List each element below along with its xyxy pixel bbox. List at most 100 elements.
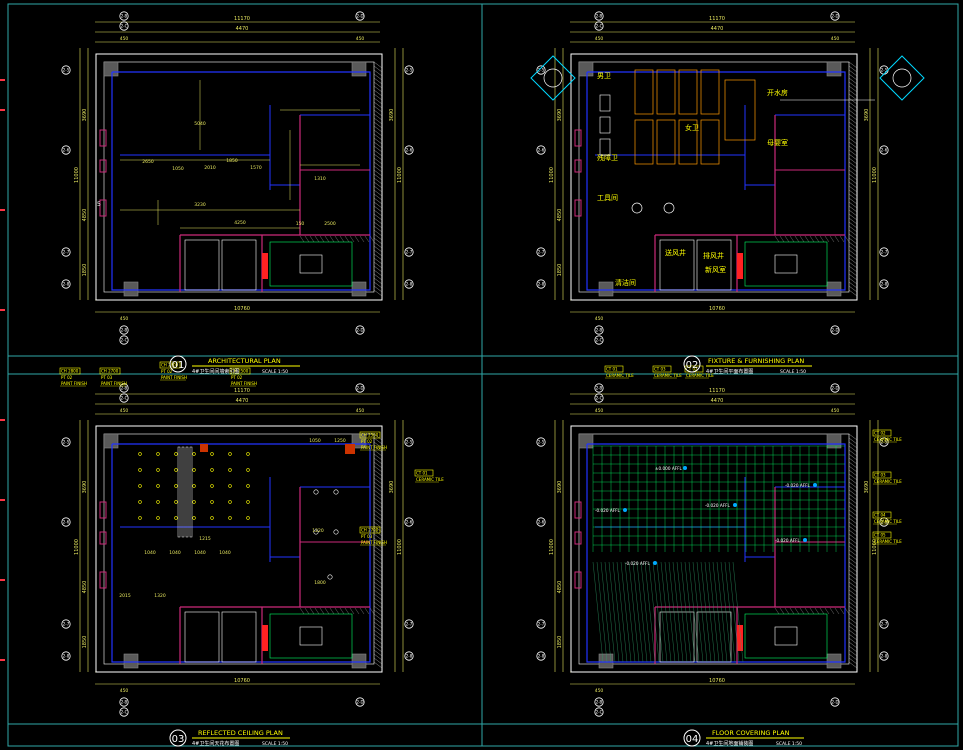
grid-bubble-circle [404, 279, 414, 289]
wall-hatch [373, 509, 383, 517]
floor-tag-box [604, 365, 624, 373]
grid-bubble-circle [594, 697, 604, 707]
ceiling-tag-sub: PT 02 [361, 439, 373, 444]
dimension-text: 11000 [397, 167, 403, 183]
wall-hatch [373, 73, 383, 81]
grid-bubble-circle [119, 21, 129, 31]
interior-wall-outline [111, 443, 371, 663]
sink-room [269, 613, 353, 659]
wall-hatch [373, 261, 383, 269]
wall-hatch [373, 577, 383, 585]
tile-diagonal [704, 561, 716, 663]
wall-hatch [373, 133, 383, 141]
shaft-box [221, 611, 257, 663]
ceiling-tag-note: PAINT FINISH [361, 445, 387, 450]
title-scale: SCALE 1:50 [262, 741, 288, 747]
dimension-text: 2010 [204, 165, 216, 171]
room-label: 残障卫 [597, 153, 618, 162]
grid-bubble-label: 2-B [596, 386, 603, 391]
floor-hatch [314, 607, 320, 615]
floor-tag-note: CERAMIC TILE [606, 373, 634, 378]
floor-tag-code: CT 03 [874, 473, 886, 478]
grid-bubble-circle [119, 11, 129, 21]
dimension-text: 1800 [314, 580, 326, 586]
room-label: 清洁间 [615, 278, 636, 287]
structural-column [578, 433, 594, 449]
floor-hatch [344, 607, 350, 615]
ceiling-tag-box [99, 367, 121, 375]
red-door-block [737, 253, 743, 279]
dimension-text: 11000 [549, 539, 555, 555]
toilet-cubicle [700, 69, 720, 115]
floor-hatch [784, 607, 790, 615]
wall-hatch [848, 177, 858, 185]
wall-hatch [848, 101, 858, 109]
urinal [599, 94, 611, 112]
floor-tag-code: CT 05 [874, 533, 886, 538]
floor-hatch [804, 607, 810, 615]
drain-symbol [623, 508, 627, 512]
dimension-text: 1850 [557, 264, 563, 277]
grid-bubble: 2-B [594, 11, 604, 21]
title-number: 02 [686, 360, 699, 371]
grid-bubble: 2-C [119, 707, 129, 717]
wall-hatch [848, 261, 858, 269]
grid-bubble-label: 2-B [596, 328, 603, 333]
floor-tag-code: CT 02 [686, 367, 698, 372]
wall-hatch [848, 477, 858, 485]
wall-fixture [99, 129, 107, 147]
grid-bubble: 2-8 [404, 651, 414, 661]
ceiling-tag-box [229, 367, 251, 375]
sink-room [744, 241, 828, 287]
wall-hatch [848, 97, 858, 105]
wall-hatch [848, 473, 858, 481]
tile-diagonal [688, 561, 700, 663]
wall-hatch [373, 557, 383, 565]
tile-diagonal [596, 561, 608, 663]
wall-hatch [848, 577, 858, 585]
wall-hatch [848, 597, 858, 605]
room-label: 排风井 [703, 251, 724, 260]
floor-tag-note: CERAMIC TILE [654, 373, 682, 378]
interior-wall-outline [111, 71, 371, 291]
structural-column [826, 653, 842, 669]
grid-bubble-label: 2-B [121, 700, 128, 705]
wall-hatch [373, 457, 383, 465]
grid-bubble-label: 2-8 [881, 282, 888, 287]
floor-tag-note: CERAMIC TILE [686, 373, 714, 378]
grid-bubble-label: 2-7 [63, 622, 70, 627]
grid-bubble-circle [594, 11, 604, 21]
wall-hatch [848, 485, 858, 493]
interior-walls [99, 71, 375, 292]
downlight [192, 516, 196, 520]
grid-bubble: 2-6 [61, 145, 71, 155]
floor-hatch [324, 607, 330, 615]
grid-bubble: 2-7 [61, 619, 71, 629]
wall-hatch [848, 129, 858, 137]
wall-hatch [848, 517, 858, 525]
wall-hatch [848, 569, 858, 577]
wall-hatch [848, 481, 858, 489]
tile-diagonal [608, 561, 620, 663]
shaft-box [184, 239, 220, 291]
ceiling-tag-note: PAINT FINISH [161, 375, 187, 380]
grid-bubble-label: 2-D [356, 14, 363, 19]
toilet-cubicle [634, 69, 654, 115]
dimension-text: 11170 [234, 388, 250, 394]
grid-bubble-circle [404, 65, 414, 75]
ceiling-tag-sub: PT 03 [101, 375, 113, 380]
wall-hatch [373, 97, 383, 105]
grid-bubble: 2-D [830, 383, 840, 393]
downlight [246, 468, 250, 472]
structural-column [103, 61, 119, 77]
grid-bubble: 2-D [830, 325, 840, 335]
elevation-marker [879, 55, 925, 101]
grid-bubble-label: 2-5 [538, 440, 545, 445]
wall-hatch [373, 645, 383, 653]
